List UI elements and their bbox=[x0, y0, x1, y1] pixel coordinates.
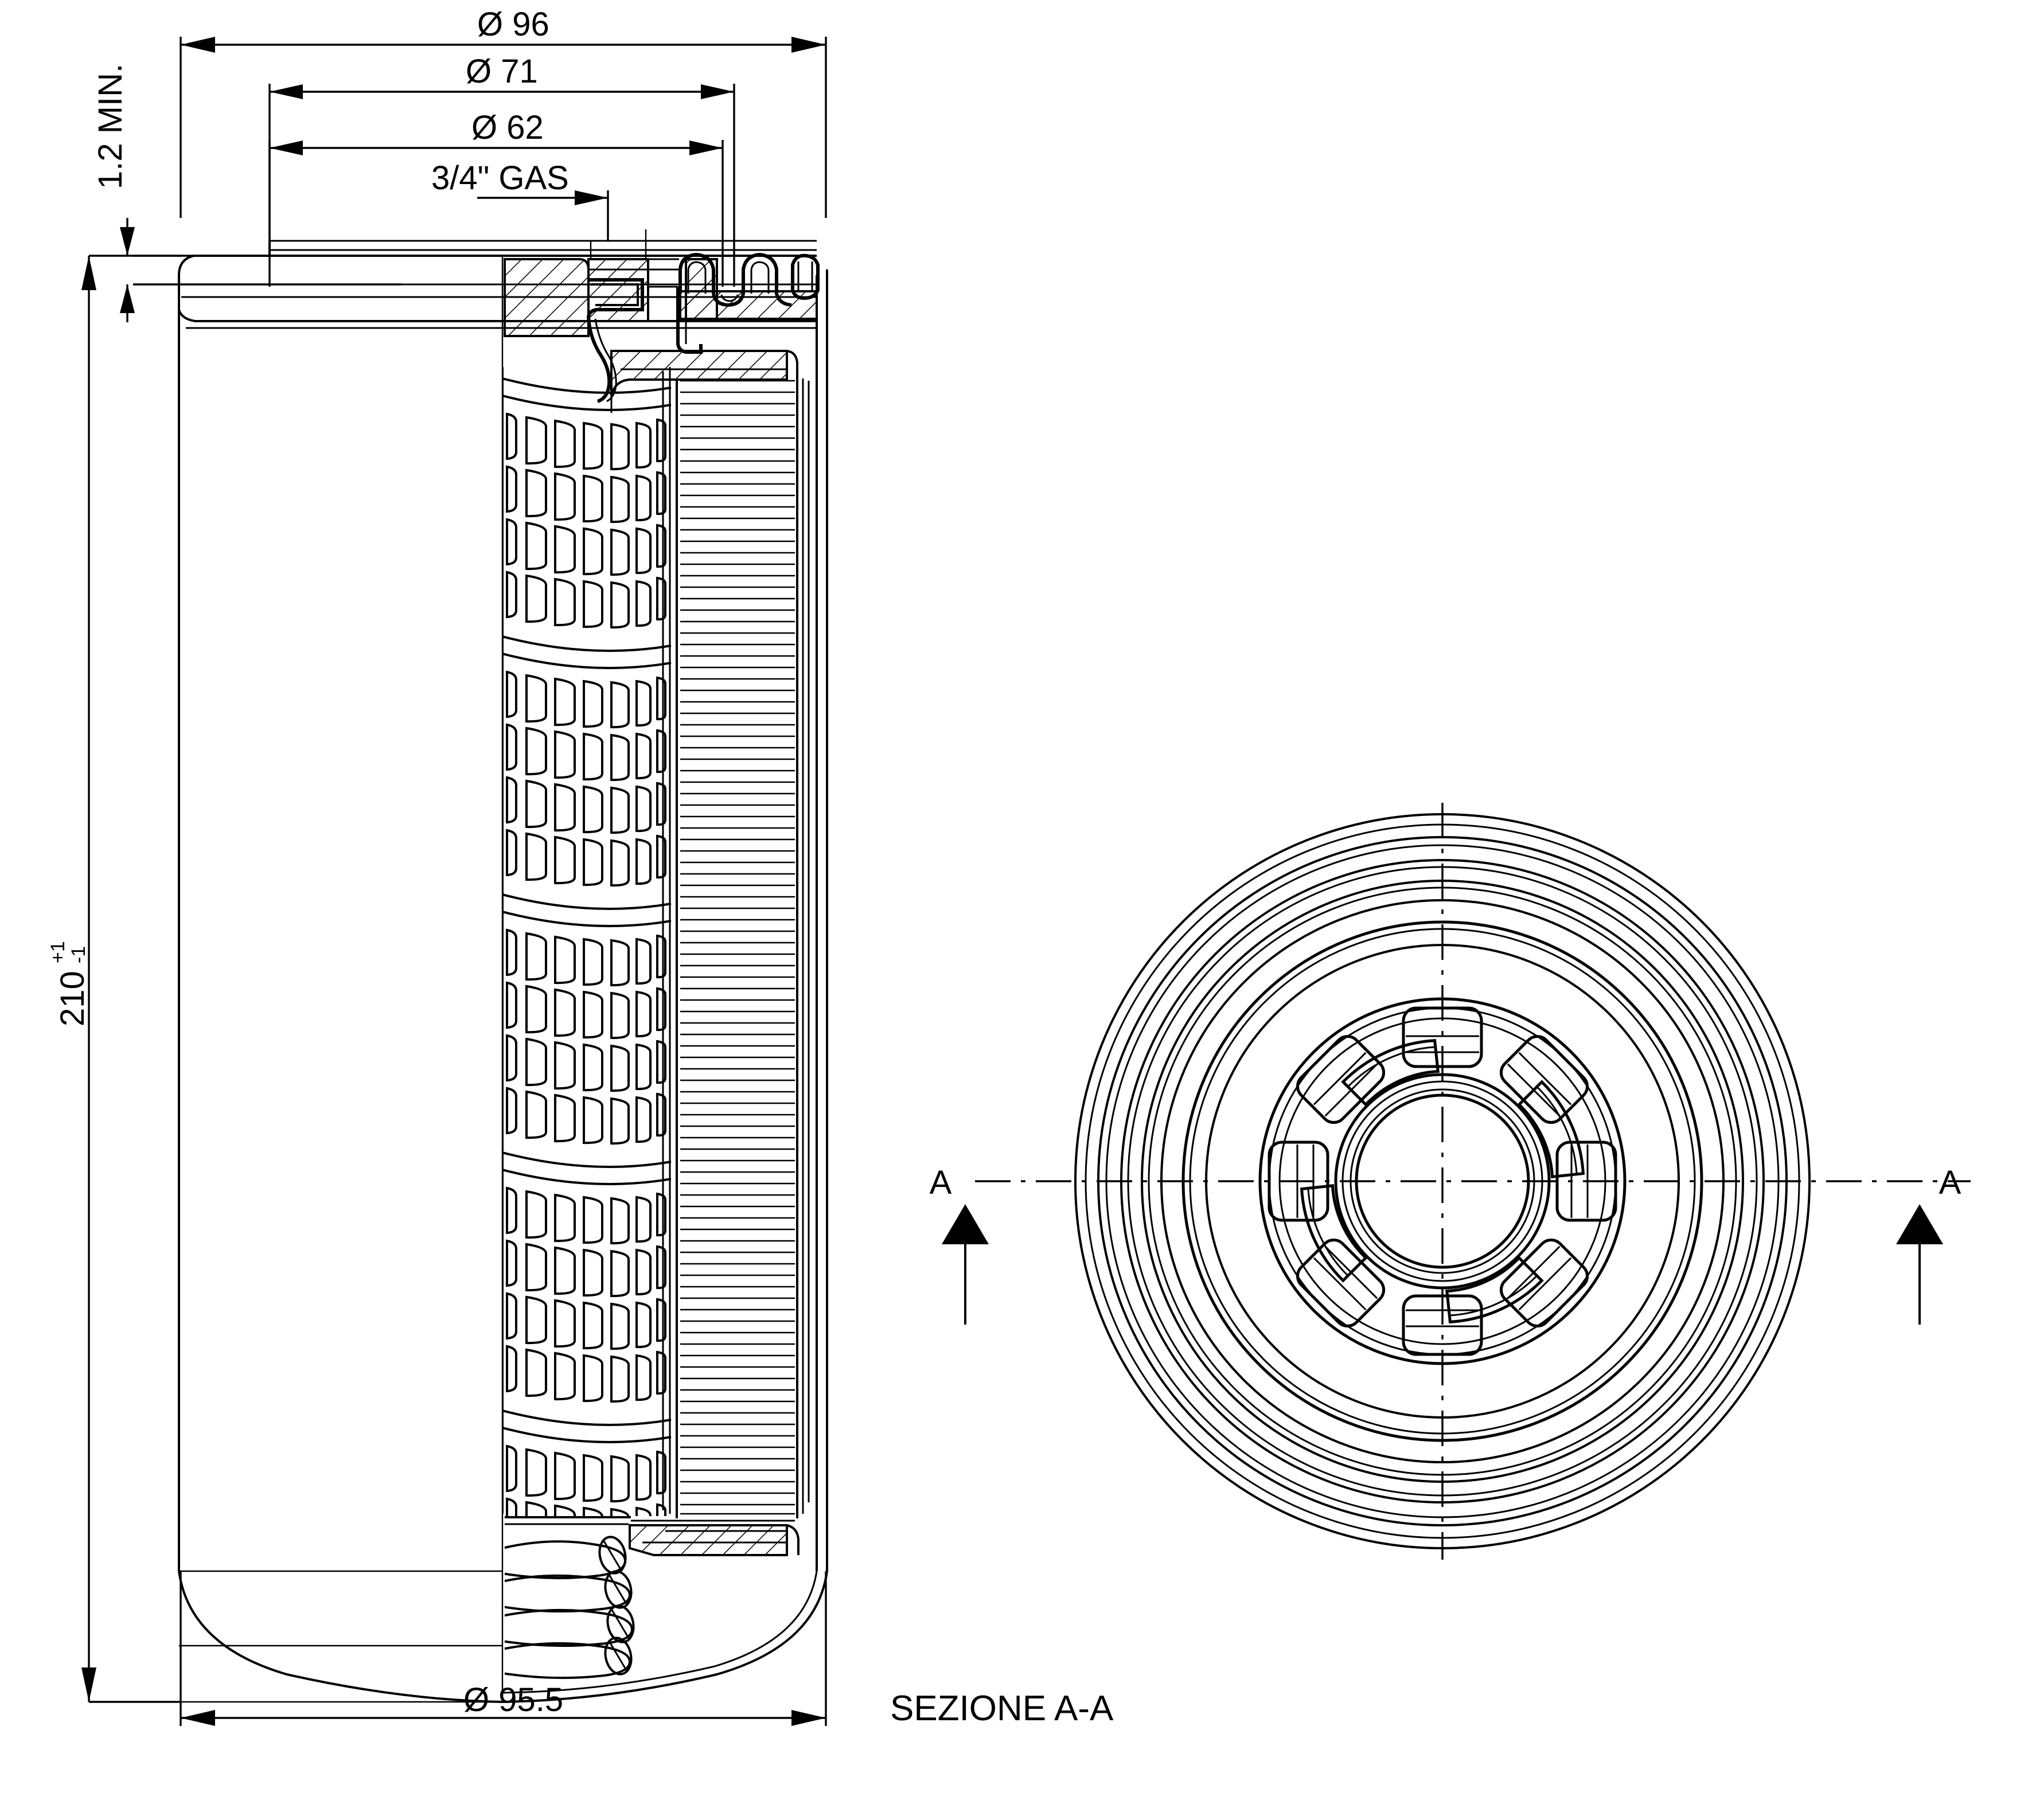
label-outer-diameter: Ø 96 bbox=[477, 6, 549, 43]
label-body-diameter: Ø 95.5 bbox=[463, 1681, 563, 1719]
section-line-aa bbox=[942, 1180, 1971, 1325]
endview-arc-slots bbox=[1300, 1038, 1585, 1324]
filter-media-outer-sleeve bbox=[680, 380, 795, 1515]
dimension-seal-diameter bbox=[268, 140, 724, 287]
section-arrow-right bbox=[1896, 1204, 1943, 1325]
section-arrow-left bbox=[942, 1204, 989, 1325]
filter-end-cap-section bbox=[610, 350, 810, 1518]
dimension-total-length bbox=[81, 255, 181, 1703]
label-section-aa: SEZIONE A-A bbox=[890, 1689, 1114, 1728]
label-thread-size: 3/4" GAS bbox=[431, 159, 569, 197]
filter-section-view bbox=[178, 229, 828, 1703]
filter-bottom-plate-section bbox=[505, 1516, 800, 1556]
dimension-thread-size bbox=[477, 190, 609, 241]
label-gasket-height: 1.2 MIN. bbox=[92, 64, 129, 189]
label-section-arrow-right: A bbox=[1939, 1164, 1961, 1201]
filter-top-plate-section bbox=[504, 229, 820, 403]
label-total-length-tol-upper: +1 bbox=[47, 941, 69, 963]
dimension-body-diameter bbox=[180, 1571, 827, 1726]
filter-can-outline bbox=[178, 240, 828, 1703]
filter-end-view bbox=[1074, 803, 1811, 1560]
label-seal-diameter: Ø 62 bbox=[471, 109, 544, 146]
label-gasket-diameter: Ø 71 bbox=[466, 53, 538, 90]
filter-spring-coil bbox=[505, 1536, 635, 1680]
dimension-gasket-height bbox=[120, 218, 401, 322]
filter-media-perforated-tube bbox=[502, 367, 672, 1516]
label-total-length-group: 210 +1 -1 bbox=[47, 941, 91, 1026]
label-section-arrow-left: A bbox=[930, 1164, 952, 1201]
dimension-outer-diameter bbox=[180, 37, 827, 218]
label-total-length: 210 bbox=[54, 971, 91, 1026]
label-total-length-tol-lower: -1 bbox=[68, 946, 89, 963]
body-reference-lines bbox=[179, 256, 504, 1703]
